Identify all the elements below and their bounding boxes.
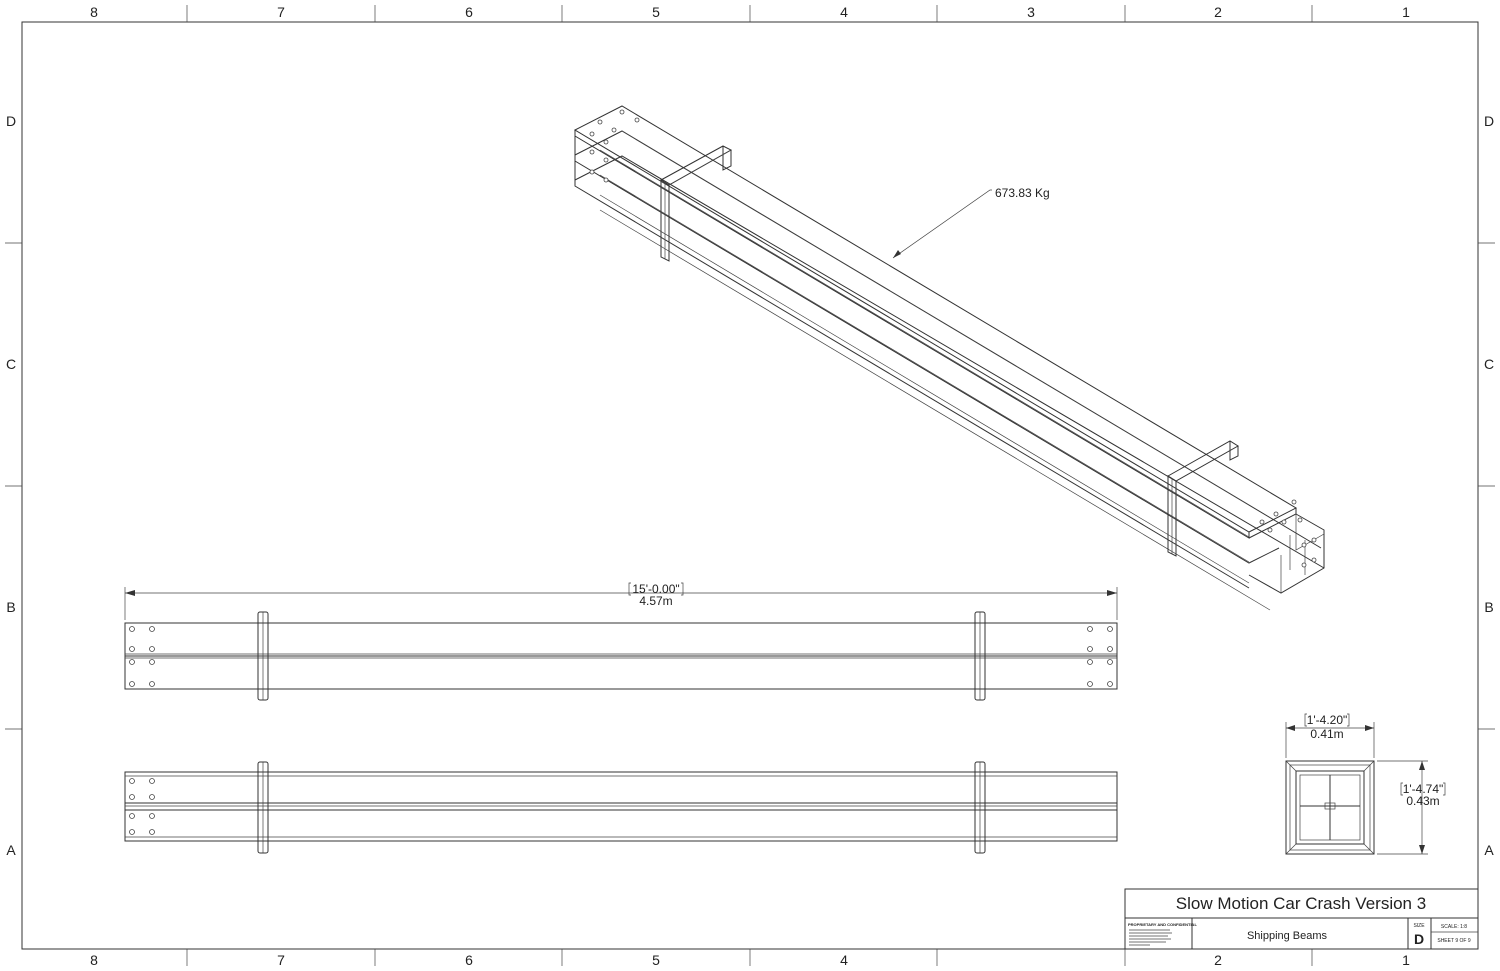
zone-col-bottom-5: 5 — [652, 952, 660, 968]
zone-row-left-C: C — [6, 356, 16, 372]
top-view-length-metric: 4.57m — [639, 594, 672, 608]
zone-row-left-D: D — [6, 113, 16, 129]
end-view-height-imperial: 1'-4.74" — [1403, 782, 1444, 796]
mass-label: 673.83 Kg — [995, 186, 1050, 200]
zone-col-bottom-1: 1 — [1402, 952, 1410, 968]
top-view-length-imperial: 15'-0.00" — [632, 582, 679, 596]
front-view-beams — [124, 761, 1118, 854]
size-label: SIZE — [1413, 923, 1425, 929]
zone-ticks — [5, 5, 1495, 966]
zone-row-left-A: A — [6, 842, 16, 858]
end-view-section — [1285, 713, 1446, 855]
zone-col-top-1: 1 — [1402, 4, 1410, 20]
zone-col-top-5: 5 — [652, 4, 660, 20]
zone-col-bottom-2: 2 — [1214, 952, 1222, 968]
end-view-width-metric: 0.41m — [1310, 727, 1343, 741]
project-title: Slow Motion Car Crash Version 3 — [1176, 894, 1426, 913]
zone-col-bottom-6: 6 — [465, 952, 473, 968]
size-value: D — [1414, 931, 1424, 947]
zone-col-top-3: 3 — [1027, 4, 1035, 20]
proprietary-heading: PROPRIETARY AND CONFIDENTIAL — [1128, 922, 1197, 927]
zone-row-right-D: D — [1484, 113, 1494, 129]
title-block — [1124, 888, 1479, 950]
zone-row-left-B: B — [6, 599, 15, 615]
zone-row-right-B: B — [1484, 599, 1493, 615]
zone-col-bottom-8: 8 — [90, 952, 98, 968]
isometric-beam-bundle — [573, 105, 1325, 611]
zone-col-top-8: 8 — [90, 4, 98, 20]
end-view-height-metric: 0.43m — [1406, 794, 1439, 808]
zone-col-top-6: 6 — [465, 4, 473, 20]
drawing-title: Shipping Beams — [1247, 930, 1328, 942]
top-view-beams — [124, 582, 1118, 701]
end-view-width-imperial: 1'-4.20" — [1307, 713, 1348, 727]
scale-label: SCALE: 1:8 — [1441, 924, 1467, 930]
zone-col-top-2: 2 — [1214, 4, 1222, 20]
zone-row-right-A: A — [1484, 842, 1494, 858]
zone-row-right-C: C — [1484, 356, 1494, 372]
zone-col-top-4: 4 — [840, 4, 848, 20]
zone-col-bottom-7: 7 — [277, 952, 285, 968]
zone-col-bottom-4: 4 — [840, 952, 848, 968]
zone-col-top-7: 7 — [277, 4, 285, 20]
sheet-number: SHEET 9 OF 9 — [1437, 938, 1470, 944]
